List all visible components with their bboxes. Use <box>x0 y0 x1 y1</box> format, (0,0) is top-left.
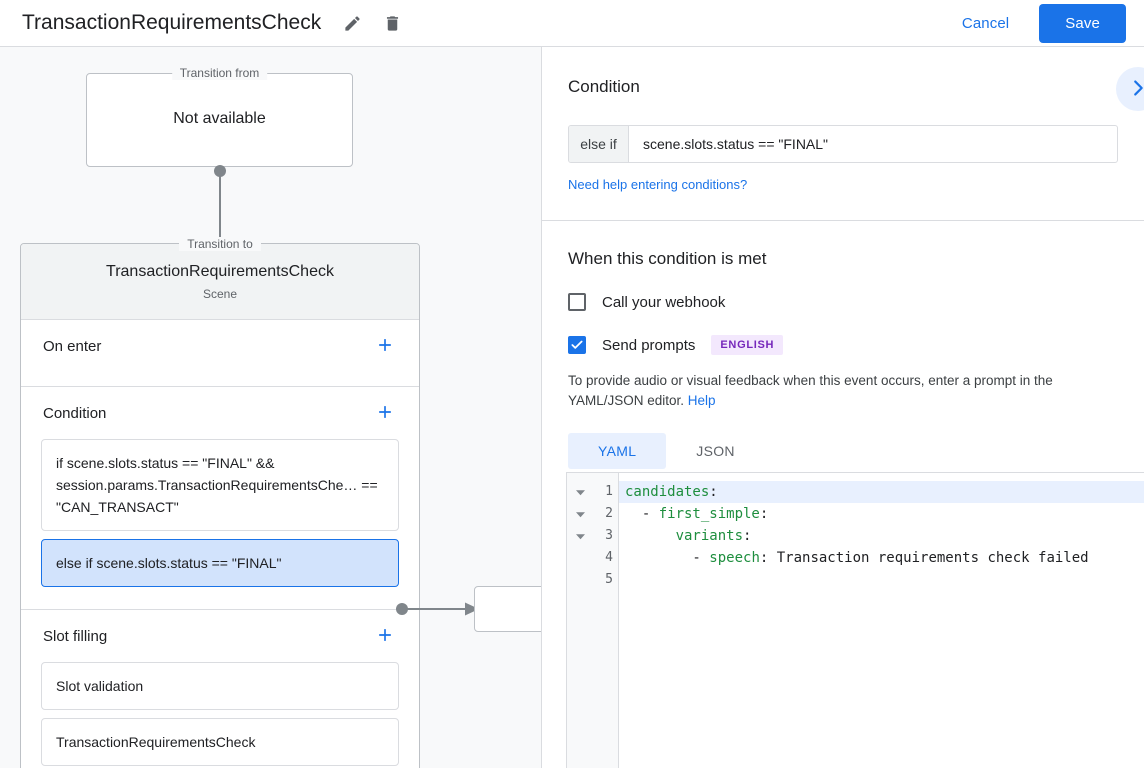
condition-prefix-label: else if <box>569 126 629 162</box>
expand-panel-button[interactable] <box>1116 67 1144 111</box>
pencil-icon <box>343 14 362 33</box>
plus-icon <box>375 625 395 648</box>
cancel-button[interactable]: Cancel <box>948 6 1023 41</box>
section-slot-filling-title: Slot filling <box>43 627 108 645</box>
call-webhook-label: Call your webhook <box>602 293 726 311</box>
prompt-description-text: To provide audio or visual feedback when… <box>568 373 1053 408</box>
line-number: 1 <box>605 484 613 499</box>
code-content[interactable]: candidates: - first_simple: variants: - … <box>619 473 1144 768</box>
editor-format-tabs: YAML JSON <box>568 433 1118 469</box>
condition-chip[interactable]: if scene.slots.status == "FINAL" && sess… <box>41 439 399 531</box>
condition-block: Condition else if Need help entering con… <box>542 47 1144 221</box>
transition-to-name: TransactionRequirementsCheck <box>106 262 334 280</box>
slot-filling-chip[interactable]: TransactionRequirementsCheck <box>41 718 399 766</box>
transition-to-node[interactable]: TransactionRequirementsCheck Scene On en… <box>20 243 420 768</box>
prompt-help-link[interactable]: Help <box>687 393 716 408</box>
section-condition: Condition if scene.slots.status == "FINA… <box>21 387 419 610</box>
section-slot-filling: Slot filling Slot validation Transaction… <box>21 610 419 768</box>
section-on-enter-header: On enter <box>21 320 419 372</box>
condition-chip-selected[interactable]: else if scene.slots.status == "FINAL" <box>41 539 399 587</box>
transition-from-legend: Transition from <box>171 66 268 80</box>
send-prompts-checkbox[interactable] <box>568 336 586 354</box>
section-on-enter-title: On enter <box>43 337 102 355</box>
transition-to-header: TransactionRequirementsCheck Scene <box>21 244 419 320</box>
call-webhook-checkbox[interactable] <box>568 293 586 311</box>
line-number: 3 <box>605 528 613 543</box>
code-line[interactable]: candidates: <box>619 481 1144 503</box>
yaml-editor[interactable]: 1 2 3 4 5 candidates: - first_simple: varian… <box>566 472 1144 768</box>
webhook-row[interactable]: Call your webhook <box>568 293 1118 311</box>
plus-icon <box>375 335 395 358</box>
when-condition-met-heading: When this condition is met <box>568 249 767 268</box>
add-on-enter-button[interactable] <box>371 332 399 360</box>
save-button[interactable]: Save <box>1039 3 1126 43</box>
app-header: TransactionRequirementsCheck Cancel Save <box>0 0 1144 47</box>
graph-canvas[interactable]: Transition from Not available Transition… <box>0 47 541 768</box>
section-condition-title: Condition <box>43 404 107 422</box>
transition-to-subtitle: Scene <box>202 286 238 301</box>
section-slot-filling-header: Slot filling <box>21 610 419 662</box>
line-number: 4 <box>605 550 613 565</box>
fold-triangle-icon[interactable] <box>567 481 593 503</box>
tab-yaml[interactable]: YAML <box>568 433 667 469</box>
fold-triangle-icon[interactable] <box>567 503 593 525</box>
transition-from-node[interactable]: Transition from Not available <box>86 66 353 167</box>
plus-icon <box>375 402 395 425</box>
condition-heading: Condition <box>568 77 640 96</box>
edit-title-button[interactable] <box>337 8 367 38</box>
line-number-gutter: 1 2 3 4 5 <box>593 473 619 768</box>
edge-condition-to-next-arrow <box>396 602 479 616</box>
transition-from-value: Not available <box>173 110 266 127</box>
line-number: 2 <box>605 506 613 521</box>
chevron-right-icon <box>1127 77 1144 102</box>
send-prompts-row[interactable]: Send prompts ENGLISH <box>568 335 1118 355</box>
code-line[interactable] <box>619 569 1144 591</box>
code-line[interactable]: variants: <box>675 528 752 544</box>
code-line[interactable]: - speech: Transaction requirements check… <box>625 550 1089 566</box>
condition-input-row[interactable]: else if <box>568 125 1118 163</box>
fold-triangle-icon[interactable] <box>567 525 593 547</box>
code-line[interactable]: - first_simple: <box>625 506 769 522</box>
fold-gutter-blank <box>567 547 593 569</box>
panel-divider <box>541 47 542 768</box>
header-actions: Cancel Save <box>948 3 1144 43</box>
slot-validation-chip[interactable]: Slot validation <box>41 662 399 710</box>
add-condition-button[interactable] <box>371 399 399 427</box>
fold-gutter[interactable] <box>567 473 593 768</box>
tab-json[interactable]: JSON <box>666 433 765 469</box>
language-badge: ENGLISH <box>711 335 784 355</box>
when-condition-met-block: When this condition is met Call your web… <box>542 221 1144 469</box>
prompt-description: To provide audio or visual feedback when… <box>568 371 1118 411</box>
condition-help-link[interactable]: Need help entering conditions? <box>568 177 748 192</box>
next-node[interactable] <box>474 586 541 632</box>
add-slot-filling-button[interactable] <box>371 622 399 650</box>
section-condition-header: Condition <box>21 387 419 439</box>
page-title: TransactionRequirementsCheck <box>22 11 322 34</box>
trash-icon <box>383 14 402 33</box>
line-number: 5 <box>605 572 613 587</box>
delete-button[interactable] <box>377 8 407 38</box>
fold-gutter-blank <box>567 569 593 591</box>
section-on-enter: On enter <box>21 320 419 387</box>
condition-input[interactable] <box>629 126 1117 162</box>
send-prompts-label: Send prompts <box>602 336 696 354</box>
